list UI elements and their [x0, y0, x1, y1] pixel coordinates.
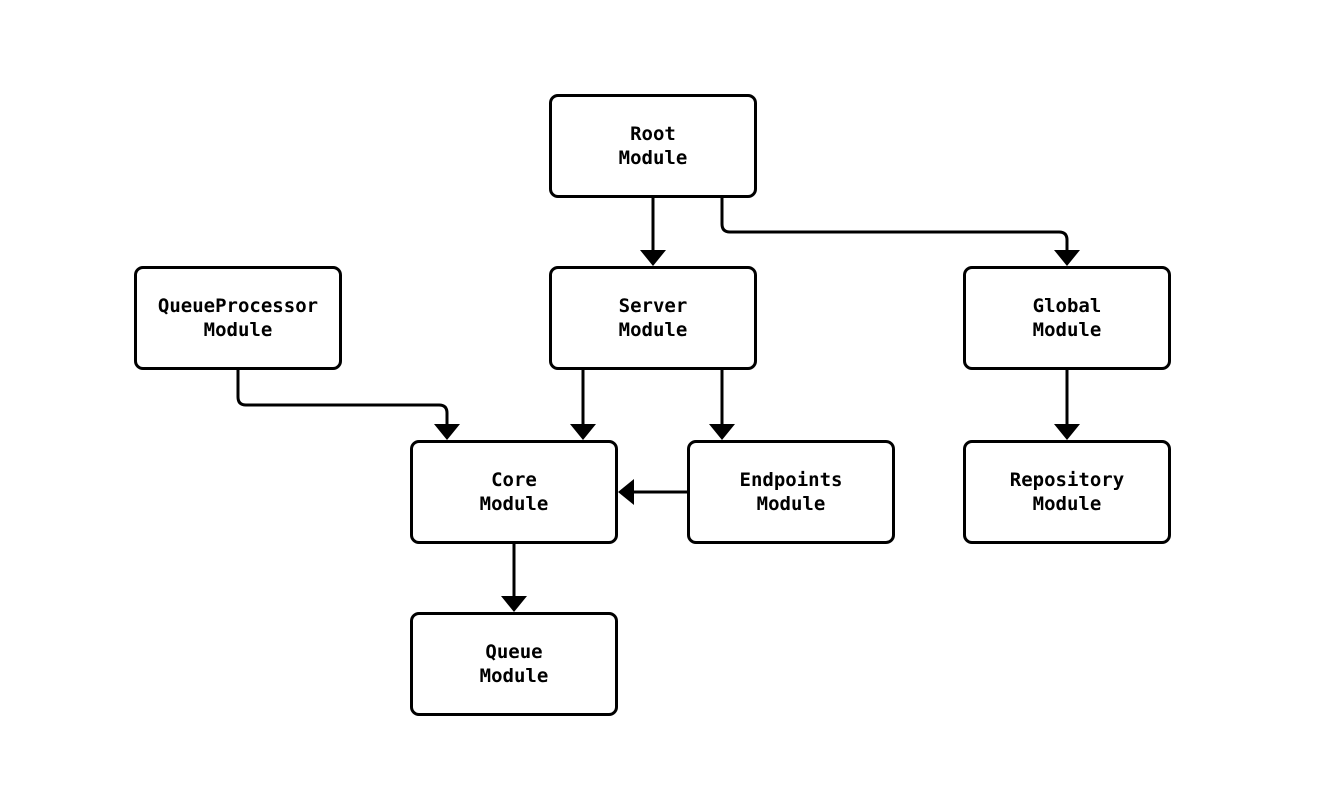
edge-global-to-repository — [1054, 370, 1080, 440]
arrowhead-icon — [1054, 250, 1080, 266]
arrowhead-icon — [640, 250, 666, 266]
node-endpoints-module: Endpoints Module — [687, 440, 895, 544]
node-queueprocessor-module: QueueProcessor Module — [134, 266, 342, 370]
node-label: Server Module — [618, 295, 688, 341]
arrowhead-icon — [1054, 424, 1080, 440]
node-label: Queue Module — [479, 641, 549, 687]
arrowhead-icon — [434, 424, 460, 440]
node-label: Root Module — [618, 123, 688, 169]
edge-server-to-core — [570, 370, 596, 440]
edge-core-to-queue — [501, 544, 527, 612]
node-label: Global Module — [1032, 295, 1102, 341]
edge-line — [236, 370, 449, 425]
node-label: QueueProcessor Module — [157, 295, 319, 341]
node-queue-module: Queue Module — [410, 612, 618, 716]
node-repository-module: Repository Module — [963, 440, 1171, 544]
edge-root-to-server — [640, 198, 666, 266]
node-label: Endpoints Module — [739, 469, 843, 515]
arrowhead-icon — [501, 596, 527, 612]
edge-queueprocessor-to-core — [236, 370, 460, 440]
node-core-module: Core Module — [410, 440, 618, 544]
edge-line — [720, 198, 1069, 251]
arrowhead-icon — [618, 479, 634, 505]
edge-root-to-global — [720, 198, 1080, 266]
node-label: Core Module — [479, 469, 549, 515]
arrowhead-icon — [709, 424, 735, 440]
node-server-module: Server Module — [549, 266, 757, 370]
edge-server-to-endpoints — [709, 370, 735, 440]
node-root-module: Root Module — [549, 94, 757, 198]
node-label: Repository Module — [1009, 469, 1125, 515]
node-global-module: Global Module — [963, 266, 1171, 370]
arrowhead-icon — [570, 424, 596, 440]
edge-endpoints-to-core — [618, 479, 687, 505]
